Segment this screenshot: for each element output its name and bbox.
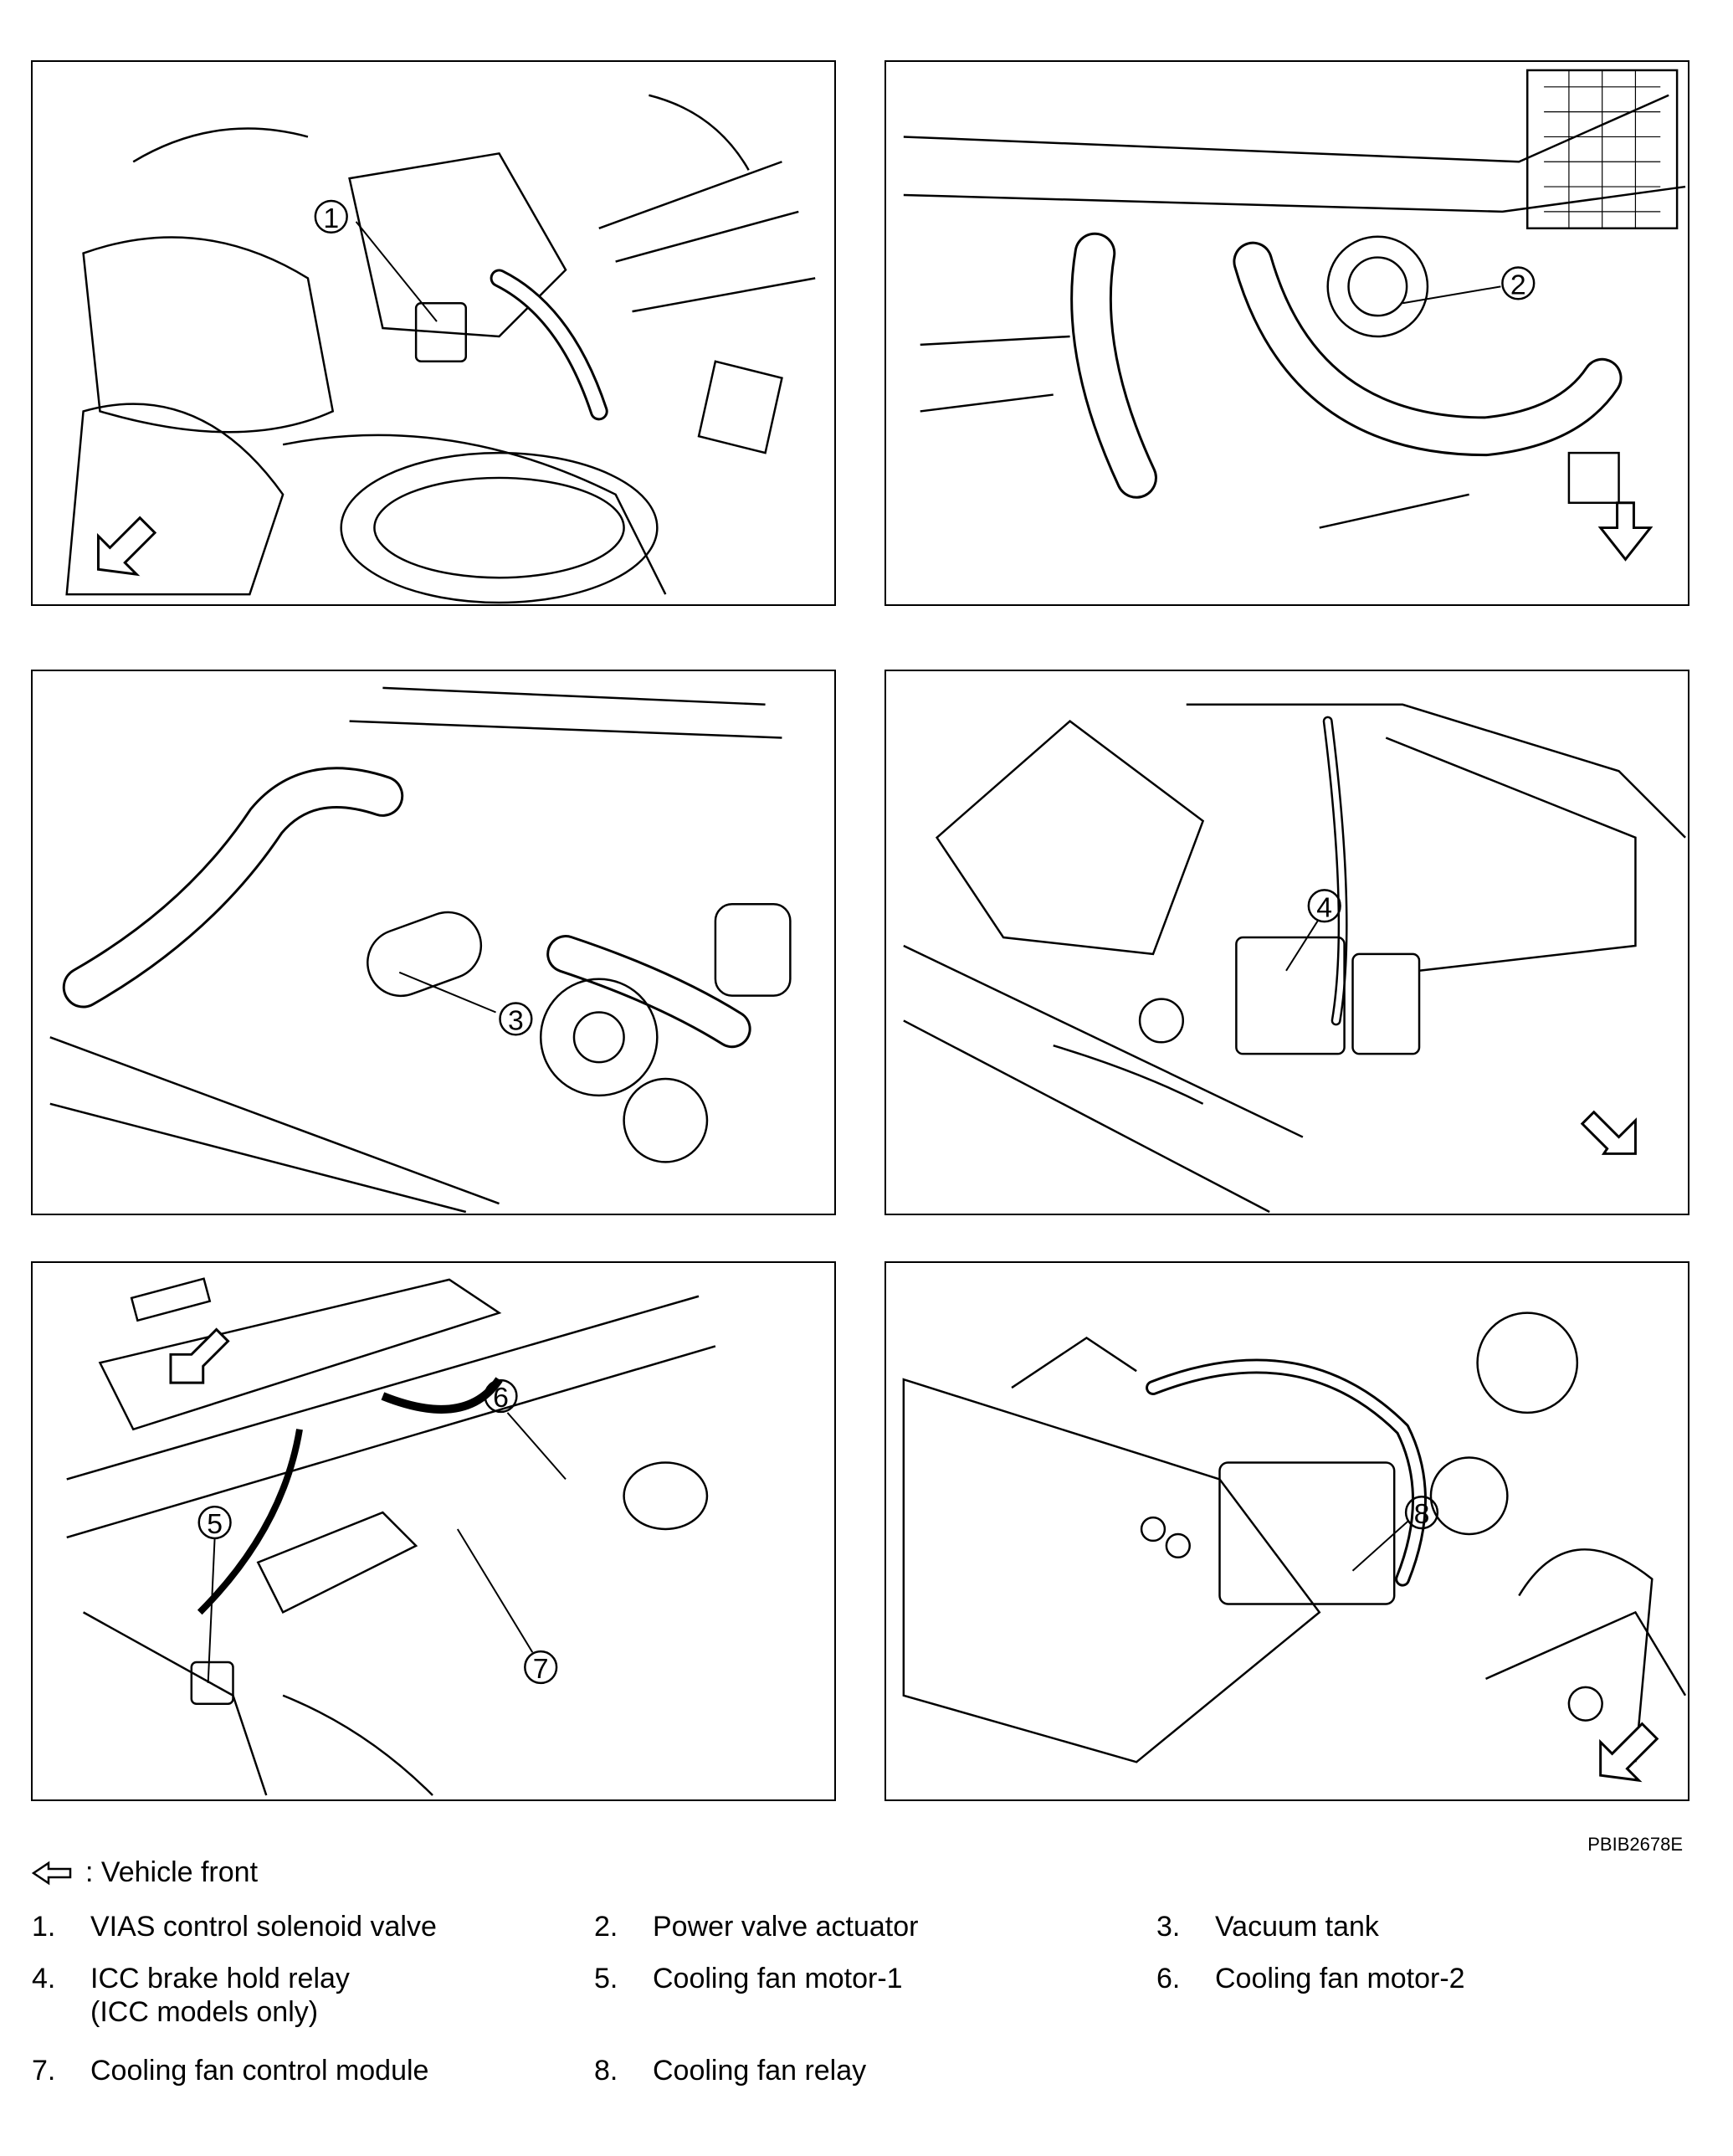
panel-3-vacuum-tank: 3 bbox=[31, 670, 836, 1215]
engine-illustration-4: 4 bbox=[903, 703, 1686, 1214]
engine-illustration-5: 5 6 7 bbox=[66, 1277, 716, 1796]
engine-illustration-2: 2 bbox=[903, 69, 1686, 562]
legend-item-1: 1.VIAS control solenoid valve bbox=[32, 1911, 437, 1943]
callout-7-circle bbox=[524, 1650, 558, 1685]
vehicle-front-arrow-icon bbox=[1599, 1722, 1659, 1783]
figure-code: PBIB2678E bbox=[1587, 1834, 1683, 1855]
panel-4-icc-brake-hold-relay: 4 bbox=[884, 670, 1689, 1215]
callout-8-label: 8 bbox=[1414, 1498, 1430, 1530]
legend-item-5: 5.Cooling fan motor-1 bbox=[594, 1963, 903, 1994]
callout-3-circle bbox=[499, 1002, 533, 1036]
panel-5-cooling-fan-motors: 5 6 7 bbox=[31, 1261, 836, 1801]
callout-2-circle bbox=[1501, 266, 1536, 300]
callout-5-label: 5 bbox=[207, 1508, 223, 1540]
hollow-arrow-left-icon bbox=[32, 1861, 72, 1885]
engine-illustration-6: 8 bbox=[902, 1312, 1687, 1783]
legend-item-3: 3.Vacuum tank bbox=[1156, 1911, 1379, 1943]
callout-5-circle bbox=[197, 1505, 232, 1540]
callout-1-label: 1 bbox=[323, 203, 339, 234]
legend-item-7: 7.Cooling fan control module bbox=[32, 2055, 429, 2087]
panel-6-cooling-fan-relay: 8 bbox=[884, 1261, 1689, 1801]
engine-illustration-1: 1 bbox=[65, 94, 816, 604]
callout-4-label: 4 bbox=[1316, 891, 1332, 923]
legend-item-6: 6.Cooling fan motor-2 bbox=[1156, 1963, 1465, 1994]
callout-7-label: 7 bbox=[533, 1653, 549, 1685]
legend-item-8: 8.Cooling fan relay bbox=[594, 2055, 867, 2087]
callout-3-label: 3 bbox=[508, 1004, 524, 1036]
vehicle-front-arrow-icon bbox=[1580, 1110, 1637, 1155]
callout-4-circle bbox=[1307, 889, 1341, 923]
panel-2-power-valve-actuator: 2 bbox=[884, 60, 1689, 606]
callout-8-circle bbox=[1404, 1496, 1439, 1530]
engine-illustration-3: 3 bbox=[49, 686, 792, 1214]
legend-front-label: : Vehicle front bbox=[85, 1856, 259, 1888]
legend-item-4: 4.ICC brake hold relay(ICC models only) bbox=[32, 1963, 350, 2028]
callout-2-label: 2 bbox=[1510, 269, 1526, 300]
legend-vehicle-front: : Vehicle front bbox=[32, 1856, 258, 1889]
vehicle-front-arrow-icon bbox=[169, 1327, 230, 1384]
callout-6-circle bbox=[484, 1378, 518, 1414]
callout-1-circle bbox=[314, 199, 348, 234]
panel-1-vias-solenoid: 1 bbox=[31, 60, 836, 606]
vehicle-front-arrow-icon bbox=[96, 516, 157, 577]
callout-6-label: 6 bbox=[493, 1382, 509, 1414]
vehicle-front-arrow-icon bbox=[1597, 501, 1654, 562]
legend-item-2: 2.Power valve actuator bbox=[594, 1911, 919, 1943]
